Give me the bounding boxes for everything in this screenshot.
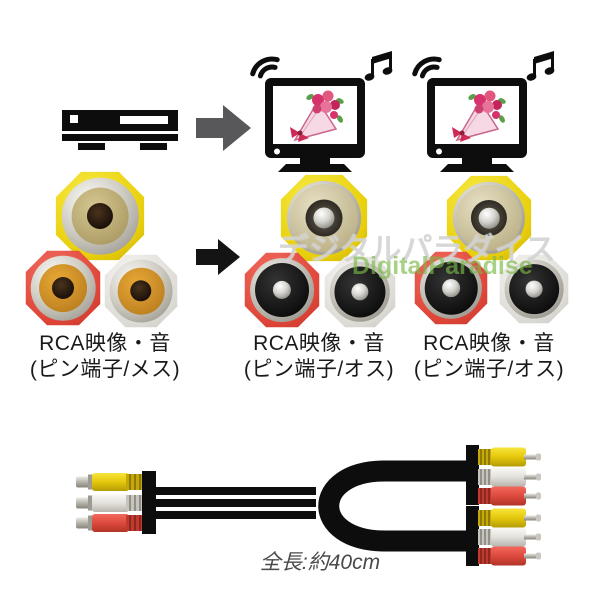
cable-wires [154,460,470,552]
rca-jack-female-yellow [55,171,145,261]
cable-female-plugs [76,471,156,534]
label-line: RCA映像・音 [423,332,555,355]
label-line: RCA映像・音 [253,332,385,355]
label-male-set-1: RCA映像・音 (ピン端子/オス) [214,331,424,383]
cable-photo [76,445,541,566]
tv-icon [412,51,555,172]
label-line: RCA映像・音 [39,332,171,355]
rca-plug-male-white [499,254,569,324]
flower-bouquet [290,90,344,142]
rca-plug-male-white [324,256,396,328]
rca-jack-female-red [25,250,101,326]
arrow-right-icon [196,105,251,151]
rca-plug-male-red [244,252,320,328]
label-line: (ピン端子/オス) [243,358,395,381]
rca-plug-male-red [414,251,488,325]
label-line: (ピン端子/メス) [29,358,181,381]
cable-male-plugs-set-1 [466,445,541,506]
flower-bouquet [452,90,506,142]
dvd-player-icon [62,110,178,150]
music-note-icon [526,51,555,81]
signal-waves-icon [250,56,280,79]
watermark-english: DigitalParadise [352,252,533,280]
label-line: (ピン端子/オス) [413,358,565,381]
rca-plug-male-yellow [446,175,532,261]
rca-jack-female-white [104,254,178,328]
rca-plug-male-yellow [280,174,368,262]
label-female-set: RCA映像・音 (ピン端子/メス) [0,331,210,383]
signal-waves-icon [412,56,442,79]
cable-male-plugs-set-2 [466,506,541,566]
label-male-set-2: RCA映像・音 (ピン端子/オス) [384,331,594,383]
music-note-icon [364,51,393,81]
arrow-right-icon [196,239,240,275]
watermark-japanese: デジタルパラダイス [278,232,556,267]
tv-icon [250,51,393,172]
cable-length-label: 全長:約40cm [259,551,381,574]
